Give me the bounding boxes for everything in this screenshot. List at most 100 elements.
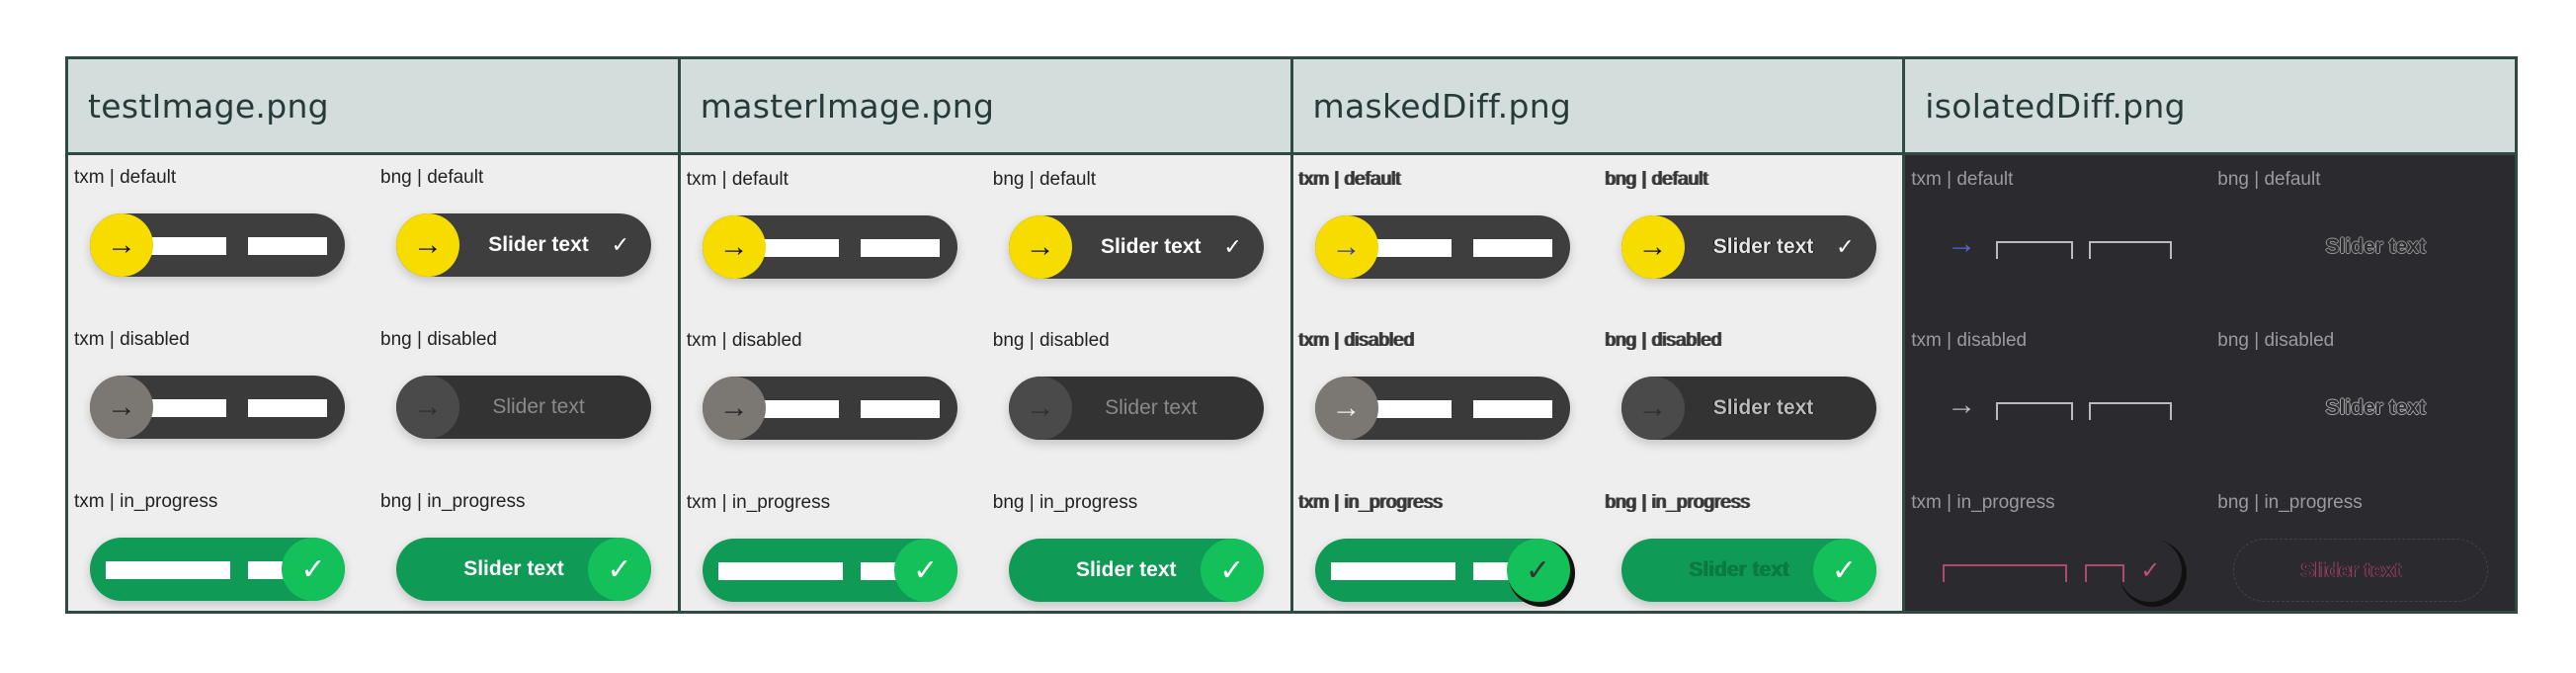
arrow-right-icon[interactable]: → (90, 213, 153, 277)
slider-bng-default[interactable]: Slider text ✓ → (396, 213, 651, 277)
cell-label: txm | in_progress (686, 492, 831, 513)
column-title: maskedDiff.png (1292, 59, 1903, 155)
cell-label: bng | disabled (992, 330, 1110, 351)
slider-bng-disabled: Slider text → (396, 376, 651, 439)
cell-label: bng | default (992, 169, 1096, 190)
slider-txm-default[interactable]: → (702, 215, 957, 279)
slider-text: Slider text (1712, 235, 1814, 258)
arrow-right-icon[interactable]: → (1008, 215, 1072, 279)
arrow-right-icon: → (1947, 388, 1977, 421)
slider-txm-in-progress: ✓ (1314, 539, 1570, 602)
cell-label: txm | disabled (74, 329, 190, 350)
column-body: txm | default → bng | default Slider tex… (1905, 155, 2515, 611)
diff-ghost-bng-in-progress: Slider text (2233, 539, 2489, 602)
cell-txm-in-progress: txm | in_progress ✓ (74, 491, 371, 611)
slider-txm-in-progress[interactable]: ✓ (90, 538, 345, 601)
slider-bar (2089, 241, 2173, 259)
comparison-grid: testImage.png txm | default → bng | defa… (65, 56, 2518, 614)
cell-txm-disabled: txm | disabled → (687, 330, 983, 478)
slider-bar (860, 562, 900, 580)
cell-bng-default: bng | default Slider text (2217, 169, 2514, 317)
cell-label: txm | default (1298, 169, 1401, 190)
cell-label: bng | in_progress (380, 491, 526, 512)
slider-text: Slider text (2325, 396, 2427, 419)
cell-txm-in-progress: txm | in_progress ✓ (1299, 492, 1596, 611)
slider-bar (248, 399, 327, 417)
slider-text: Slider text (1712, 396, 1814, 419)
slider-bng-disabled: Slider text → (1008, 377, 1264, 440)
slider-bar (2085, 564, 2125, 582)
slider-bng-in-progress[interactable]: Slider text ✓ (1008, 539, 1264, 602)
slider-text: Slider text (492, 395, 585, 418)
arrow-right-icon: → (1314, 377, 1378, 440)
slider-text: Slider text (1105, 396, 1198, 419)
diff-ghost-txm-default: → (1927, 215, 2182, 279)
cell-bng-disabled: bng | disabled Slider text (2217, 330, 2514, 478)
check-icon: ✓ (282, 538, 345, 601)
cell-label: bng | default (1605, 169, 1708, 190)
slider-text: Slider text (463, 557, 564, 580)
slider-txm-in-progress[interactable]: ✓ (702, 539, 957, 602)
column-title: isolatedDiff.png (1905, 59, 2515, 155)
slider-bar (149, 399, 226, 417)
cell-label: bng | default (2217, 169, 2321, 190)
slider-bar (248, 561, 288, 579)
check-icon: ✓ (1200, 539, 1264, 602)
cell-bng-in-progress: bng | in_progress Slider text ✓ (993, 492, 1289, 611)
check-icon: ✓ (1836, 234, 1855, 259)
slider-bar (860, 400, 940, 418)
slider-bar (1996, 402, 2074, 420)
arrow-right-icon: → (396, 376, 459, 439)
column-masked-diff: maskedDiff.png txm | default → bng | def… (1292, 59, 1906, 611)
check-icon: ✓ (893, 539, 957, 602)
arrow-right-icon: → (1008, 377, 1072, 440)
slider-bng-default: Slider text ✓ → (1620, 215, 1876, 279)
column-isolated-diff: isolatedDiff.png txm | default → bng | d… (1905, 59, 2515, 611)
slider-bng-default[interactable]: Slider text ✓ → (1008, 215, 1264, 279)
cell-bng-in-progress: bng | in_progress Slider text ✓ (380, 491, 677, 611)
cell-bng-disabled: bng | disabled Slider text → (993, 330, 1289, 478)
slider-txm-default[interactable]: → (90, 213, 345, 277)
slider-txm-disabled: → (90, 376, 345, 439)
diff-ghost-bng-default: Slider text (2233, 215, 2488, 279)
cell-label: txm | in_progress (74, 491, 218, 512)
arrow-right-icon: → (1947, 227, 1977, 260)
arrow-right-icon[interactable]: → (396, 213, 459, 277)
cell-txm-in-progress: txm | in_progress ✓ (1911, 492, 2207, 611)
slider-txm-disabled: → (702, 377, 957, 440)
cell-label: txm | disabled (686, 330, 802, 351)
slider-bar (106, 561, 230, 579)
slider-bar (1472, 562, 1513, 580)
slider-bar (1373, 400, 1452, 418)
slider-bar (2089, 402, 2173, 420)
column-body: txm | default → bng | default Slider tex… (68, 155, 678, 611)
column-body: txm | default → bng | default Slider tex… (1292, 155, 1903, 611)
cell-txm-disabled: txm | disabled → (1911, 330, 2207, 478)
column-title: testImage.png (68, 59, 678, 155)
cell-label: txm | default (1911, 169, 2014, 190)
arrow-right-icon: → (90, 376, 153, 439)
slider-text: Slider text (1075, 558, 1177, 581)
check-icon: ✓ (1812, 539, 1876, 602)
cell-txm-default: txm | default → (1299, 169, 1596, 317)
cell-label: bng | in_progress (992, 492, 1138, 513)
cell-label: bng | disabled (2217, 330, 2335, 351)
slider-txm-disabled: → (1314, 377, 1570, 440)
cell-label: txm | disabled (1298, 330, 1415, 351)
slider-txm-default: → (1314, 215, 1570, 279)
slider-text: Slider text (1688, 558, 1789, 581)
cell-bng-in-progress: bng | in_progress Slider text (2217, 492, 2514, 611)
slider-bar (717, 562, 843, 580)
slider-bng-in-progress[interactable]: Slider text ✓ (396, 538, 651, 601)
slider-bar (761, 400, 839, 418)
cell-bng-disabled: bng | disabled Slider text → (380, 329, 677, 477)
cell-label: bng | default (380, 167, 484, 188)
cell-label: bng | disabled (380, 329, 497, 350)
arrow-right-icon[interactable]: → (702, 215, 766, 279)
arrow-right-icon: → (702, 377, 766, 440)
check-icon: ✓ (2119, 539, 2182, 602)
slider-bar (761, 239, 839, 257)
cell-bng-default: bng | default Slider text ✓ → (1606, 169, 1902, 317)
slider-bar (1996, 241, 2074, 259)
cell-bng-in-progress: bng | in_progress Slider text ✓ (1606, 492, 1902, 611)
